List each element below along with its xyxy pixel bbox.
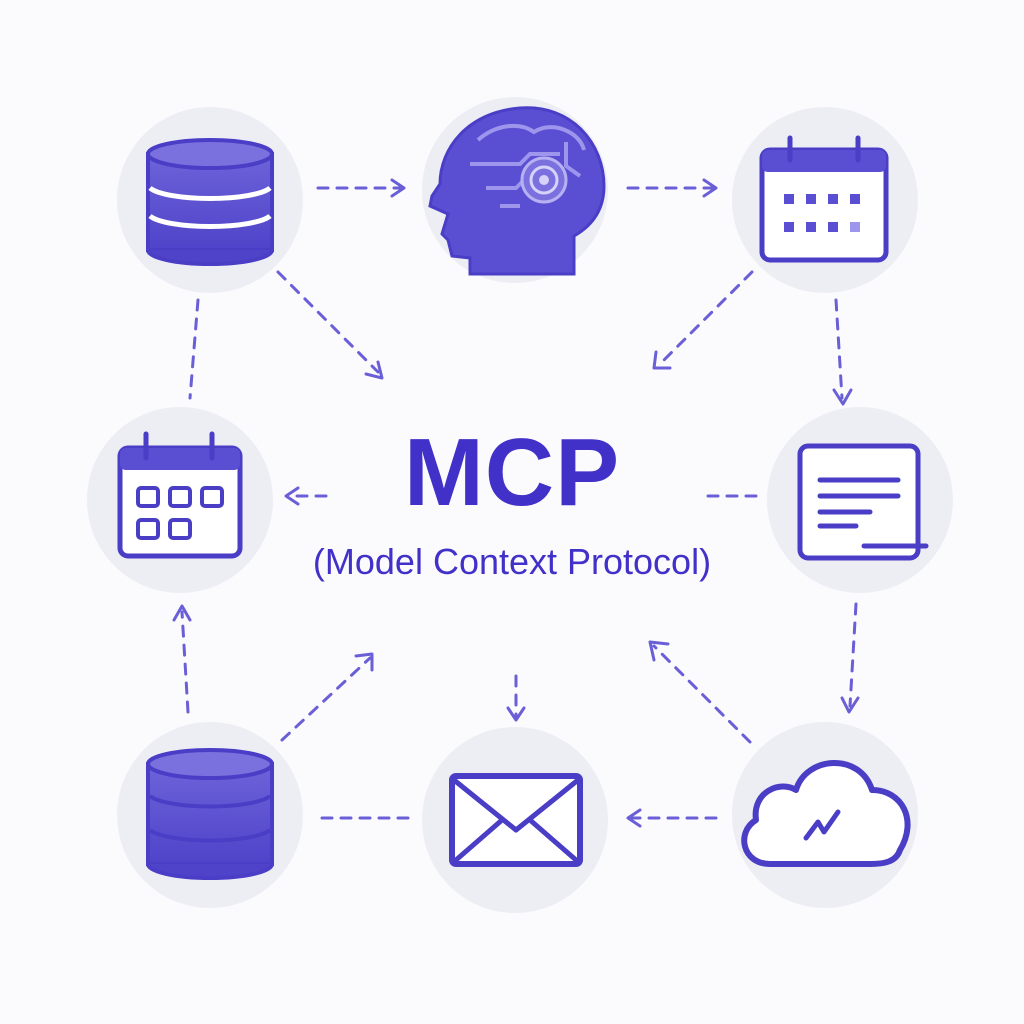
document-icon (797, 443, 929, 561)
arrow-center-to-mail (506, 674, 526, 722)
diagram-title: MCP (403, 419, 621, 526)
arrow-cloud-to-center (648, 640, 752, 744)
arrow-cloud-to-mail (626, 808, 718, 828)
mail-icon (449, 773, 583, 867)
arrow-calendar-to-center (652, 270, 754, 370)
link-database-to-calendar (188, 298, 200, 400)
calendar-icon (759, 135, 889, 263)
arrow-document-to-cloud (840, 602, 860, 714)
calendar-icon (117, 431, 243, 559)
cloud-icon (741, 760, 911, 867)
arrow-center-to-calendar-left (284, 486, 328, 506)
arrow-database-to-center (276, 270, 384, 380)
arrow-database-to-calendar-left (172, 604, 192, 714)
diagram-subtitle: (Model Context Protocol) (312, 541, 712, 582)
connectors (172, 178, 860, 828)
database-icon (146, 748, 274, 880)
arrow-ai-to-calendar (626, 178, 718, 198)
ai-head-icon (428, 106, 606, 276)
arrow-database-to-ai (316, 178, 406, 198)
arrow-calendar-to-document (832, 298, 853, 406)
database-icon (146, 138, 274, 266)
arrow-database-bottom-to-center (280, 652, 374, 742)
